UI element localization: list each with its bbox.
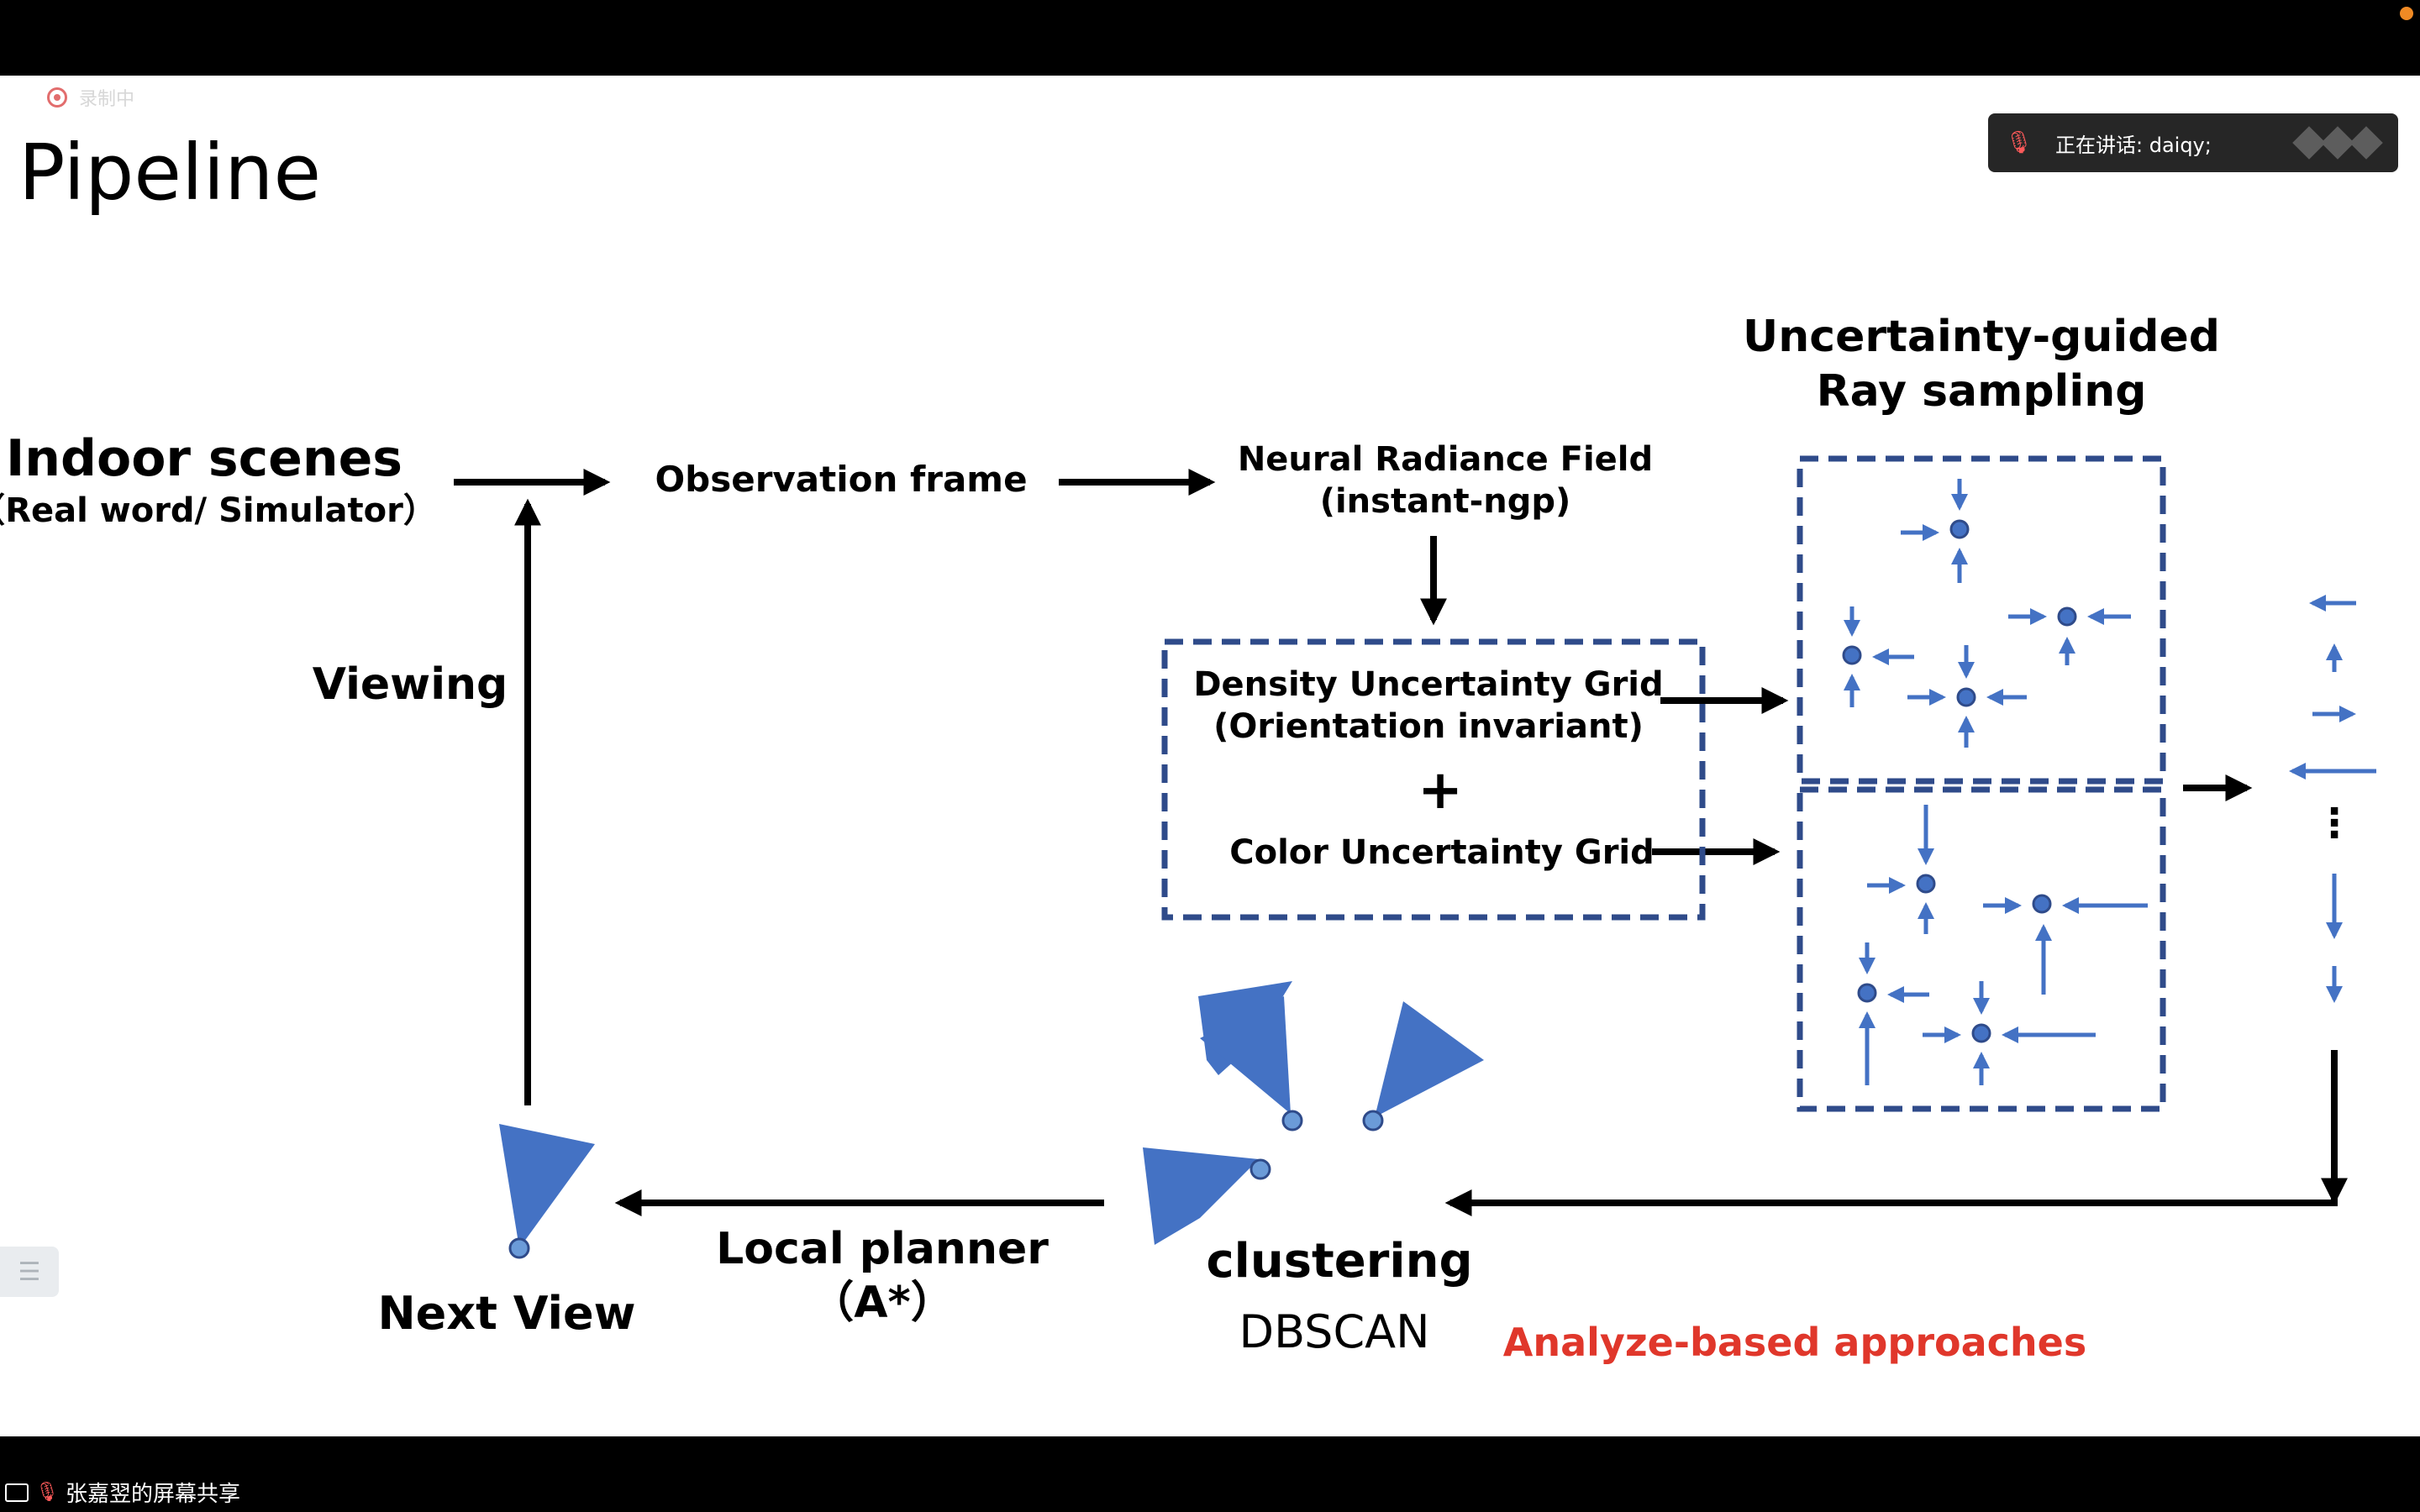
meeting-bottom-bar — [0, 1436, 2420, 1512]
screen-share-icon — [5, 1483, 29, 1502]
ray-arrows — [2289, 595, 2376, 1003]
local-planner-label: Local planner — [716, 1224, 1049, 1274]
plus-sign: + — [1418, 759, 1463, 822]
sampling-title: Uncertainty-guided — [1743, 312, 2220, 362]
color-sampling-box — [1797, 786, 2166, 1112]
meeting-top-bar — [0, 0, 2420, 76]
mic-off-icon: 🎙 — [35, 1482, 59, 1503]
recording-indicator[interactable]: 录制中 — [47, 84, 134, 111]
next-view-label: Next View — [377, 1287, 635, 1340]
status-dot — [2400, 7, 2413, 20]
speaker-text: 正在讲话: daiqy; — [2055, 133, 2212, 157]
density-grid-label: Density Uncertainty Grid — [1193, 665, 1663, 704]
record-icon — [47, 87, 67, 108]
clustering-label: clustering — [1206, 1234, 1472, 1289]
dbscan-label: DBSCAN — [1239, 1305, 1430, 1358]
nerf-label: Neural Radiance Field — [1238, 440, 1653, 479]
list-menu-icon[interactable]: ☰ — [0, 1247, 59, 1297]
indoor-scenes-subtitle: （Real word/ Simulator） — [0, 491, 437, 530]
local-planner-sublabel: （A*） — [810, 1278, 954, 1328]
sampling-subtitle: Ray sampling — [1817, 366, 2147, 417]
nerf-sublabel: (instant-ngp) — [1320, 482, 1571, 521]
mic-off-icon: 🎙 — [2005, 130, 2033, 155]
density-sampling-points — [1842, 479, 2131, 748]
camera-cone-icons — [499, 981, 1484, 1259]
screen-share-label: 张嘉翌的屏幕共享 — [65, 1482, 240, 1507]
analyze-approaches-label: Analyze-based approaches — [1503, 1320, 2087, 1365]
density-grid-sublabel: (Orientation invariant) — [1213, 707, 1644, 746]
speaker-indicator: 🎙 正在讲话: daiqy; — [1988, 113, 2398, 172]
density-sampling-box — [1797, 455, 2166, 785]
uncertainty-grid-box — [1161, 638, 1706, 921]
indoor-scenes-label: Indoor scenes — [6, 429, 402, 488]
observation-frame-label: Observation frame — [655, 459, 1027, 500]
screen-share-indicator[interactable]: 🎙 张嘉翌的屏幕共享 — [5, 1477, 240, 1508]
return-line — [1450, 1050, 2338, 1206]
viewing-label: Viewing — [313, 659, 508, 710]
color-sampling-points — [1857, 805, 2148, 1085]
color-grid-label: Color Uncertainty Grid — [1229, 833, 1655, 872]
ellipsis-label: ⋮ — [2314, 800, 2354, 847]
slide-title: Pipeline — [18, 128, 322, 218]
recording-label: 录制中 — [79, 89, 135, 110]
